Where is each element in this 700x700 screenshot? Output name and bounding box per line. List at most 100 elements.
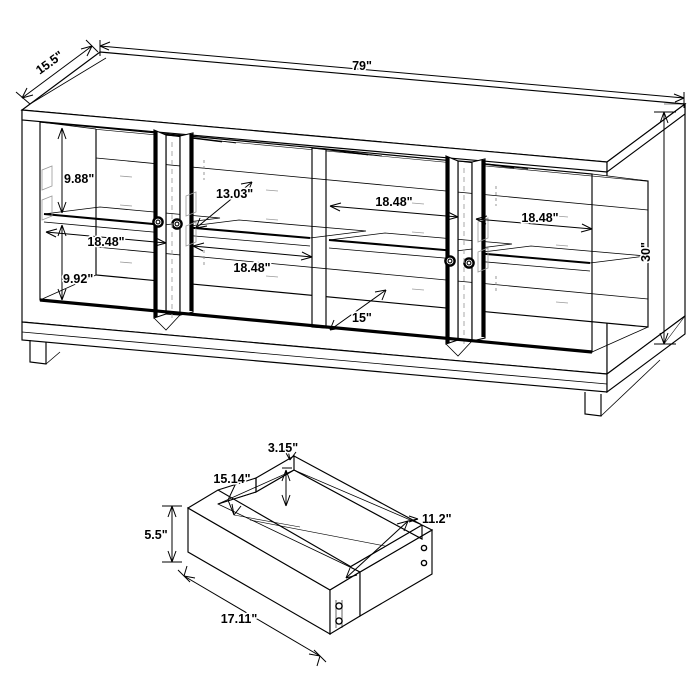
dim-line-17-11 [183, 575, 321, 657]
foot-right-depth [600, 359, 661, 417]
hinge-plate-left-lower [41, 195, 53, 221]
divider-2-depth [311, 147, 383, 157]
hinge-plate-left-upper [41, 165, 53, 191]
dimension-13-03: 13.03" [195, 181, 255, 229]
dim-label-18-48-b: 18.48" [233, 261, 270, 275]
plinth-reveal-line [21, 331, 608, 385]
dimension-18-48-c: 18.48" [329, 193, 459, 224]
hinge-plate-mid-upper [185, 191, 197, 217]
dim-label-11-2: 11.2" [422, 512, 452, 526]
dim-label-18-48-c: 18.48" [375, 195, 412, 209]
foot-left [29, 340, 47, 365]
dim-label-15-14: 15.14" [213, 472, 250, 486]
dimension-15: 15" [329, 289, 387, 331]
knob-1[interactable] [152, 216, 164, 228]
dim-arrow-18-48-c-l [329, 202, 342, 212]
dim-arrow-9-88-top [57, 127, 67, 140]
divider-2 [311, 147, 327, 329]
cabinet-assembly: 79" 15.5" 30" [15, 39, 687, 417]
dim-label-17-11: 17.11" [221, 612, 258, 626]
shelf-bay1-edge [43, 221, 165, 234]
cabinet-knobs [152, 216, 475, 269]
dim-arrow-18-48-d-l [475, 215, 488, 225]
dim-arrow-30-bottom [659, 332, 669, 345]
cam-hole-4 [420, 559, 428, 567]
dim-line-18-48-a [45, 231, 167, 244]
dim-line-13-03 [195, 181, 253, 229]
dim-arrow-30-top [659, 111, 669, 124]
dim-arrow-9-88-bot [57, 201, 67, 214]
dim-arrow-18-48-b-l [192, 242, 205, 252]
dim-arrow-18-48-c-r [446, 211, 459, 221]
dim-arrow-13-03-a [195, 217, 208, 229]
cam-hole-1 [335, 602, 343, 610]
dimension-drawer-3-15: 3.15" [266, 439, 300, 507]
dim-arrow-17-11-a [183, 565, 196, 579]
dim-arrow-13-03-b [240, 181, 253, 193]
dim-label-9-92: 9.92" [63, 272, 93, 286]
top-panel-bevel [29, 57, 107, 105]
dim-label-15-5: 15.5" [33, 48, 66, 77]
cam-hole-2 [335, 617, 343, 625]
cabinet-doors [153, 129, 486, 357]
dim-label-13-03: 13.03" [216, 187, 253, 201]
cabinet-base [21, 298, 686, 417]
dim-arrow-5-5-bot [167, 550, 177, 563]
cam-hole-3 [420, 544, 428, 552]
dim-arrow-15-5-a [21, 87, 34, 99]
cabinet-hinge-marks [41, 140, 569, 348]
cabinet-top-panel [20, 51, 687, 174]
dim-arrow-11-2-a [396, 520, 409, 532]
dim-arrow-18-48-d-r [580, 223, 593, 233]
dimension-drawer-5-5: 5.5" [143, 505, 182, 563]
dimension-height-30: 30" [637, 103, 686, 345]
base-top-line [39, 298, 593, 354]
dim-arrow-17-11-b [308, 653, 321, 667]
drawer-hardware-holes [335, 544, 428, 628]
door-pair-2-base-vee [445, 340, 473, 357]
shelf-bay4-front [474, 251, 591, 265]
dim-arrow-15-a [329, 319, 342, 331]
dim-arrow-5-5-top [167, 505, 177, 518]
dim-arrow-11-2-b [345, 567, 358, 579]
hinge-plate-right-lower [477, 247, 489, 273]
dimension-9-88: 9.88" [57, 127, 96, 214]
drawer-front-panel [186, 489, 362, 636]
shelf-bay2-front [182, 225, 311, 240]
drawer-back-top [255, 455, 295, 493]
dimension-drawer-15-14: 15.14" [212, 470, 301, 528]
dim-label-18-48-d: 18.48" [521, 211, 558, 225]
shelf-bay3-edge [328, 247, 457, 260]
dim-label-3-15: 3.15" [268, 441, 298, 455]
dim-line-15 [329, 289, 387, 331]
shelf-bay3-front [328, 238, 457, 253]
dimension-drawer-11-2: 11.2" [345, 510, 453, 579]
dimension-drawer-17-11: 17.11" [177, 565, 327, 667]
top-panel-side-edge [606, 102, 686, 174]
dim-line-11-2 [345, 520, 409, 579]
divider-3 [457, 160, 473, 342]
dim-arrow-15-14 [231, 503, 242, 516]
knob-3[interactable] [444, 255, 456, 267]
knob-2[interactable] [171, 218, 183, 230]
dim-label-18-48-a: 18.48" [87, 235, 124, 249]
dim-arrow-15-5-b [80, 45, 93, 57]
dimension-18-48-a: 18.48" [45, 228, 167, 251]
drawer-assembly: 5.5" 17.11" 15.14" [143, 439, 453, 667]
dim-arrow-3-15-top [281, 469, 291, 482]
dim-arrow-18-48-b-r [300, 251, 313, 261]
drawer-bottom-plane [217, 469, 423, 568]
dimension-9-92: 9.92" [57, 224, 95, 301]
dim-label-9-88: 9.88" [64, 172, 94, 186]
dim-arrow-18-48-a-l [45, 228, 58, 238]
dim-label-30: 30" [639, 242, 653, 262]
dim-arrow-9-92-bot [57, 288, 67, 301]
drawer-left-panel [217, 477, 257, 505]
dim-arrow-18-48-a-r [154, 237, 167, 247]
dim-arrow-15-b [374, 289, 387, 301]
dim-arrow-79-right [673, 93, 685, 103]
dim-line-18-48-c [329, 205, 459, 218]
knob-4[interactable] [463, 257, 475, 269]
